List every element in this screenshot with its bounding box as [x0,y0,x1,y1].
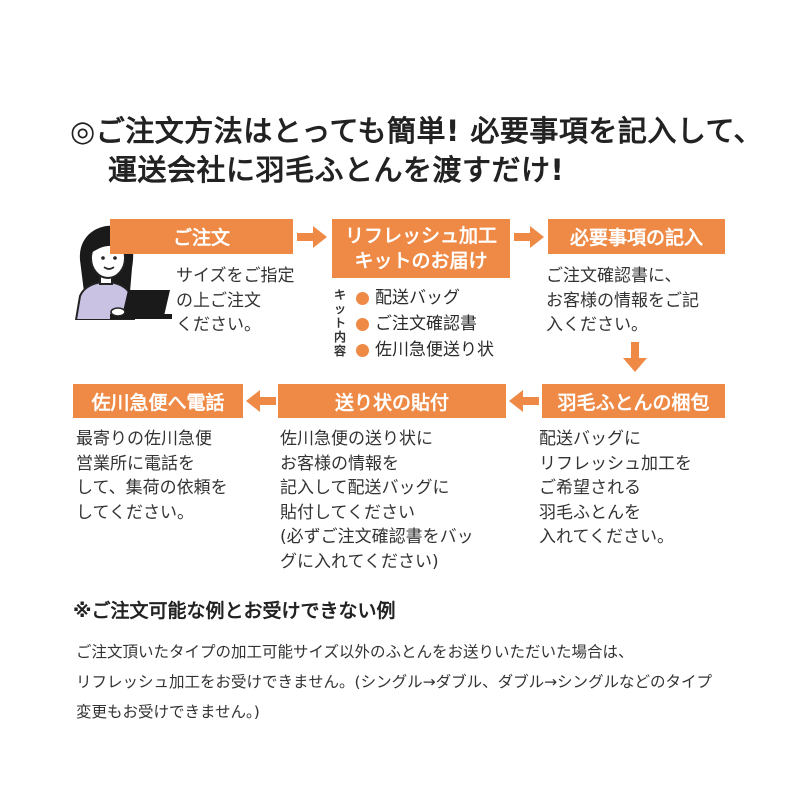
desc-line: リフレッシュ加工を [539,453,692,474]
kit-item: 配送バッグ [356,285,494,311]
step-attach-title: 送り状の貼付 [334,391,449,414]
step-call-description: 最寄りの佐川急便 営業所に電話を して、集荷の依頼を してください。 [76,427,228,525]
arrow-right-icon [297,226,327,248]
step-kit-title-line-1: リフレッシュ加工 [344,224,497,247]
kit-item: ご注文確認書 [356,311,494,337]
headline-line-2: 運送会社に羽毛ふとんを渡すだけ! [108,153,565,187]
step-call-sagawa-heading: 佐川急便へ電話 [73,384,243,418]
step-fill-info-heading: 必要事項の記入 [548,219,725,254]
kit-label-char: 容 [333,344,346,358]
kit-label-char: ト [333,316,346,330]
step-attach-label-heading: 送り状の貼付 [278,384,506,418]
kit-label-char: 内 [333,330,346,344]
desc-line: (必ずご注文確認書をバッ [280,527,474,547]
step-order-title: ご注文 [172,227,230,249]
kit-item-label: ご注文確認書 [375,314,477,334]
bullet-icon [356,291,369,305]
desc-line: お客様の情報を [280,453,399,474]
step-pack-futon-heading: 羽毛ふとんの梱包 [542,384,725,418]
step-pack-title: 羽毛ふとんの梱包 [557,391,710,414]
headline-line-1: ◎ご注文方法はとっても簡単! 必要事項を記入して、 [70,114,764,148]
desc-line: お客様の情報をご記 [546,290,699,311]
desc-line: 入れてください。 [539,527,674,547]
desc-line: 佐川急便の送り状に [280,429,433,449]
desc-line: 羽毛ふとんを [539,502,641,523]
arrow-left-icon [246,390,276,412]
arrow-down-icon [623,342,647,372]
step-kit-delivery-heading: リフレッシュ加工 キットのお届け [332,219,510,278]
desc-line: 営業所に電話を [76,453,195,474]
kit-contents-list: 配送バッグ ご注文確認書 佐川急便送り状 [356,285,494,363]
kit-contents-label: キ ッ ト 内 容 [333,288,347,358]
step-attach-description: 佐川急便の送り状に お客様の情報を 記入して配送バッグに 貼付してください (必… [280,427,474,574]
arrow-right-icon [514,226,544,248]
step-call-title: 佐川急便へ電話 [91,391,225,414]
desc-line: ください。 [176,315,261,335]
note-line: 変更もお受けできません。) [76,703,260,721]
desc-line: してください。 [76,502,194,523]
bullet-icon [356,317,369,331]
bullet-icon [356,343,369,357]
desc-line: 貼付してください [280,502,415,523]
step-fill-info-title: 必要事項の記入 [569,227,703,249]
kit-label-char: キ [333,288,346,302]
kit-item-label: 配送バッグ [375,288,460,308]
desc-line: 最寄りの佐川急便 [76,429,212,449]
desc-line: の上ご注文 [176,290,261,311]
step-order-description: サイズをご指定 の上ご注文 ください。 [176,264,295,338]
note-line: リフレッシュ加工をお受けできません。(シングル→ダブル、ダブル→シングルなどのタ… [76,673,713,691]
desc-line: 配送バッグに [539,429,641,449]
note-body: ご注文頂いたタイプの加工可能サイズ以外のふとんをお送りいただいた場合は、 リフレ… [76,637,712,727]
desc-line: ご希望される [539,478,641,498]
desc-line: 記入して配送バッグに [280,478,450,498]
desc-line: して、集荷の依頼を [76,478,228,498]
step-fill-info-description: ご注文確認書に、 お客様の情報をご記 入ください。 [546,264,699,338]
kit-item: 佐川急便送り状 [356,337,494,363]
desc-line: ご注文確認書に、 [546,266,682,286]
step-pack-description: 配送バッグに リフレッシュ加工を ご希望される 羽毛ふとんを 入れてください。 [539,427,692,550]
step-kit-title-line-2: キットのお届け [354,249,488,272]
kit-item-label: 佐川急便送り状 [375,340,494,360]
note-line: ご注文頂いたタイプの加工可能サイズ以外のふとんをお送りいただいた場合は、 [76,643,634,661]
arrow-left-icon [509,390,539,412]
desc-line: グに入れてください) [280,551,439,572]
note-title: ※ご注文可能な例とお受けできない例 [73,600,396,622]
kit-label-char: ッ [333,302,346,316]
step-order-heading: ご注文 [110,219,293,254]
desc-line: サイズをご指定 [176,266,295,286]
desc-line: 入ください。 [546,315,648,335]
